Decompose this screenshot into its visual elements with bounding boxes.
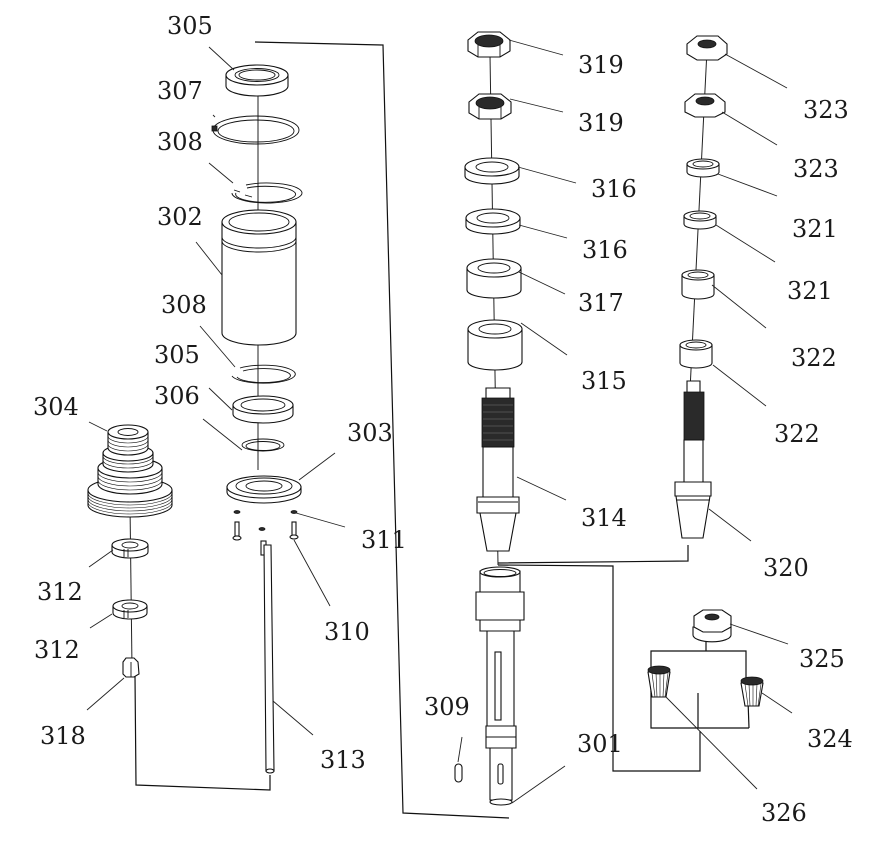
- label-322-upper: 322: [791, 344, 837, 372]
- right-stack: [674, 35, 728, 539]
- label-316-lower: 316: [582, 236, 628, 264]
- bearing-305-top: [225, 64, 289, 97]
- ring-306-small: [241, 438, 285, 452]
- nut-318: [122, 657, 140, 678]
- spacer-316-lower: [465, 208, 521, 235]
- label-318: 318: [40, 722, 86, 750]
- label-304: 304: [33, 393, 79, 421]
- label-325: 325: [799, 645, 845, 673]
- label-301: 301: [577, 730, 623, 758]
- label-319-upper: 319: [578, 51, 624, 79]
- retaining-ring-307: [211, 115, 300, 145]
- label-324: 324: [807, 725, 853, 753]
- label-306: 306: [154, 382, 200, 410]
- label-321-upper: 321: [792, 215, 838, 243]
- collet-group: [647, 609, 764, 707]
- housing-302: [221, 209, 297, 346]
- reference-labels: 305 307 308 302 308 305 306 304 303 311 …: [33, 12, 853, 827]
- label-313: 313: [320, 746, 366, 774]
- hex-nut-319-upper: [467, 31, 511, 58]
- label-308-top: 308: [157, 128, 203, 156]
- label-326: 326: [761, 799, 807, 827]
- label-305-lower: 305: [154, 341, 200, 369]
- collar-321-upper: [686, 158, 720, 178]
- label-316-upper: 316: [591, 175, 637, 203]
- label-311: 311: [361, 526, 407, 554]
- label-312-lower: 312: [34, 636, 80, 664]
- collar-321-lower: [683, 210, 717, 230]
- label-317: 317: [578, 289, 624, 317]
- label-319-lower: 319: [578, 109, 624, 137]
- route-line-collet-group: [497, 564, 701, 772]
- label-308-lower: 308: [161, 291, 207, 319]
- collar-312-lower: [112, 599, 148, 620]
- label-303: 303: [347, 419, 393, 447]
- collet-326: [647, 665, 671, 698]
- hex-nut-319-lower: [468, 93, 512, 120]
- bearing-306: [232, 395, 294, 424]
- bearing-315: [467, 319, 523, 371]
- bushing-322-lower: [679, 339, 713, 369]
- label-312-upper: 312: [37, 578, 83, 606]
- route-line-320-to-301: [497, 545, 689, 564]
- collar-312-upper: [111, 538, 149, 559]
- pulley-axis: [129, 504, 133, 669]
- label-321-lower: 321: [787, 277, 833, 305]
- collet-324: [740, 676, 764, 707]
- stepped-pulley-304: [87, 424, 173, 518]
- bushing-322-upper: [681, 269, 715, 300]
- spacer-316-upper: [464, 157, 520, 185]
- label-307: 307: [157, 77, 203, 105]
- label-302: 302: [157, 203, 203, 231]
- tool-holder-314: [476, 387, 520, 552]
- circlip-305-lower: [231, 364, 296, 384]
- rod-313: [260, 540, 275, 774]
- key-309: [454, 763, 463, 783]
- label-323-lower: 323: [793, 155, 839, 183]
- route-line-left-to-shaft: [254, 41, 510, 819]
- route-line-318-to-313: [134, 675, 271, 791]
- hex-nut-323-upper: [686, 35, 728, 61]
- screws-310: [232, 510, 299, 541]
- spindle-301: [475, 566, 525, 806]
- label-322-lower: 322: [774, 420, 820, 448]
- hex-nut-323-lower: [684, 93, 726, 118]
- label-323-upper: 323: [803, 96, 849, 124]
- circlip-308-top: [231, 182, 303, 204]
- bearing-317: [466, 258, 522, 299]
- left-stack: [211, 64, 303, 774]
- label-305-top: 305: [167, 12, 213, 40]
- leader-lines: [86, 39, 793, 804]
- center-stack: [454, 31, 525, 806]
- collet-box-left: [650, 691, 699, 729]
- label-315: 315: [581, 367, 627, 395]
- collet-nut-325: [692, 609, 732, 643]
- label-314: 314: [581, 504, 627, 532]
- pulley-stack: [87, 424, 173, 678]
- label-310: 310: [324, 618, 370, 646]
- tool-holder-320: [674, 380, 712, 539]
- flange-303: [226, 475, 302, 504]
- label-320: 320: [763, 554, 809, 582]
- label-309: 309: [424, 693, 470, 721]
